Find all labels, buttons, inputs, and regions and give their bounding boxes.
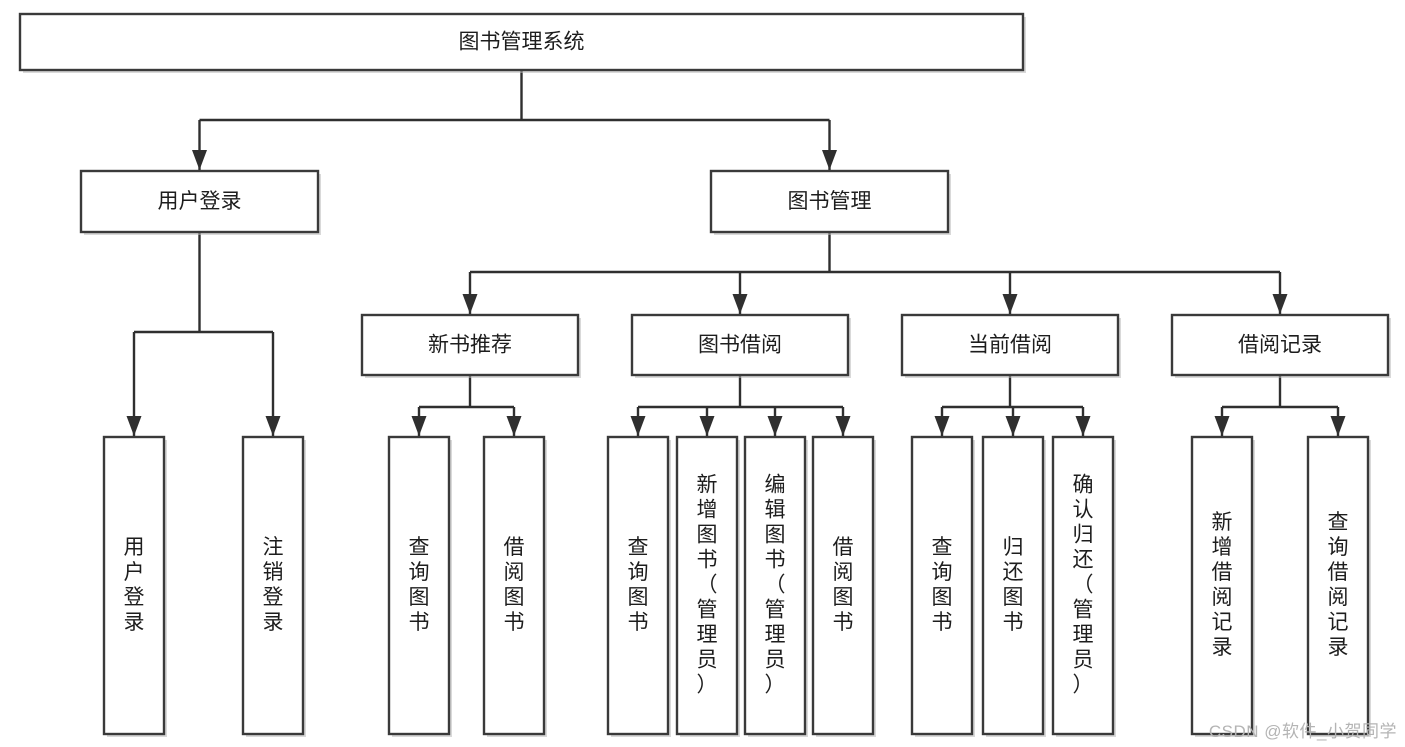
- node-label: 图书借阅: [698, 334, 782, 357]
- node-label: 借阅图书: [833, 536, 854, 634]
- arrow-head-icon: [934, 416, 950, 436]
- node-leaf-logout-login[interactable]: 注销登录: [241, 435, 306, 737]
- node-leaf-return-book[interactable]: 归还图书: [981, 435, 1046, 737]
- node-system[interactable]: 图书管理系统: [18, 12, 1026, 73]
- node-leaf-query-borrow-record[interactable]: 查询借阅记录: [1306, 435, 1371, 737]
- node-label: 新书推荐: [428, 334, 512, 357]
- node-label: 新增图书（管理员）: [697, 473, 718, 696]
- node-leaf-query-book-current[interactable]: 查询图书: [910, 435, 975, 737]
- arrow-head-icon: [1075, 416, 1091, 436]
- node-label: 用户登录: [124, 536, 145, 634]
- node-leaf-borrow-book-recommend[interactable]: 借阅图书: [482, 435, 547, 737]
- arrow-head-icon: [265, 416, 281, 436]
- node-leaf-borrow-book[interactable]: 借阅图书: [811, 435, 876, 737]
- arrow-head-icon: [192, 150, 207, 170]
- arrow-head-icon: [822, 150, 837, 170]
- arrow-head-icon: [1005, 416, 1021, 436]
- node-leaf-user-login[interactable]: 用户登录: [102, 435, 167, 737]
- node-label: 借阅记录: [1238, 334, 1322, 357]
- arrow-head-icon: [1272, 294, 1288, 314]
- arrow-head-icon: [732, 294, 748, 314]
- arrow-head-icon: [699, 416, 715, 436]
- node-leaf-query-book-borrow[interactable]: 查询图书: [606, 435, 671, 737]
- node-leaf-add-book-admin[interactable]: 新增图书（管理员）: [675, 435, 740, 737]
- arrow-head-icon: [1002, 294, 1018, 314]
- node-label: 新增借阅记录: [1212, 511, 1233, 659]
- arrow-head-icon: [767, 416, 783, 436]
- node-label: 查询图书: [932, 536, 953, 634]
- node-leaf-edit-book-admin[interactable]: 编辑图书（管理员）: [743, 435, 808, 737]
- node-label: 查询借阅记录: [1328, 511, 1349, 659]
- node-leaf-confirm-return-admin[interactable]: 确认归还（管理员）: [1051, 435, 1116, 737]
- watermark-label: CSDN @软件_小贺同学: [1208, 722, 1397, 741]
- node-label: 确认归还（管理员）: [1073, 473, 1094, 696]
- node-current-borrow[interactable]: 当前借阅: [900, 313, 1121, 378]
- node-label: 编辑图书（管理员）: [765, 473, 786, 696]
- node-label: 注销登录: [263, 536, 284, 634]
- node-leaf-add-borrow-record[interactable]: 新增借阅记录: [1190, 435, 1255, 737]
- node-label: 借阅图书: [504, 536, 525, 634]
- node-label: 图书管理系统: [459, 31, 585, 54]
- node-new-book-recommend[interactable]: 新书推荐: [360, 313, 581, 378]
- nodes-layer: 图书管理系统用户登录图书管理新书推荐图书借阅当前借阅借阅记录用户登录注销登录查询…: [18, 12, 1391, 737]
- node-label: 归还图书: [1003, 536, 1024, 634]
- node-label: 查询图书: [409, 536, 430, 634]
- node-user-login[interactable]: 用户登录: [79, 169, 321, 235]
- arrow-head-icon: [1214, 416, 1230, 436]
- node-book-borrow[interactable]: 图书借阅: [630, 313, 851, 378]
- node-leaf-query-book-recommend[interactable]: 查询图书: [387, 435, 452, 737]
- arrow-head-icon: [462, 294, 478, 314]
- node-label: 当前借阅: [968, 334, 1052, 357]
- arrow-head-icon: [630, 416, 646, 436]
- arrow-head-icon: [126, 416, 142, 436]
- node-label: 用户登录: [158, 190, 242, 213]
- node-borrow-record[interactable]: 借阅记录: [1170, 313, 1391, 378]
- arrow-head-icon: [835, 416, 851, 436]
- arrow-head-icon: [411, 416, 427, 436]
- arrow-head-icon: [506, 416, 522, 436]
- node-book-manage[interactable]: 图书管理: [709, 169, 951, 235]
- arrow-head-icon: [1330, 416, 1346, 436]
- node-label: 图书管理: [788, 190, 872, 213]
- node-label: 查询图书: [628, 536, 649, 634]
- connectors-layer: [126, 70, 1346, 436]
